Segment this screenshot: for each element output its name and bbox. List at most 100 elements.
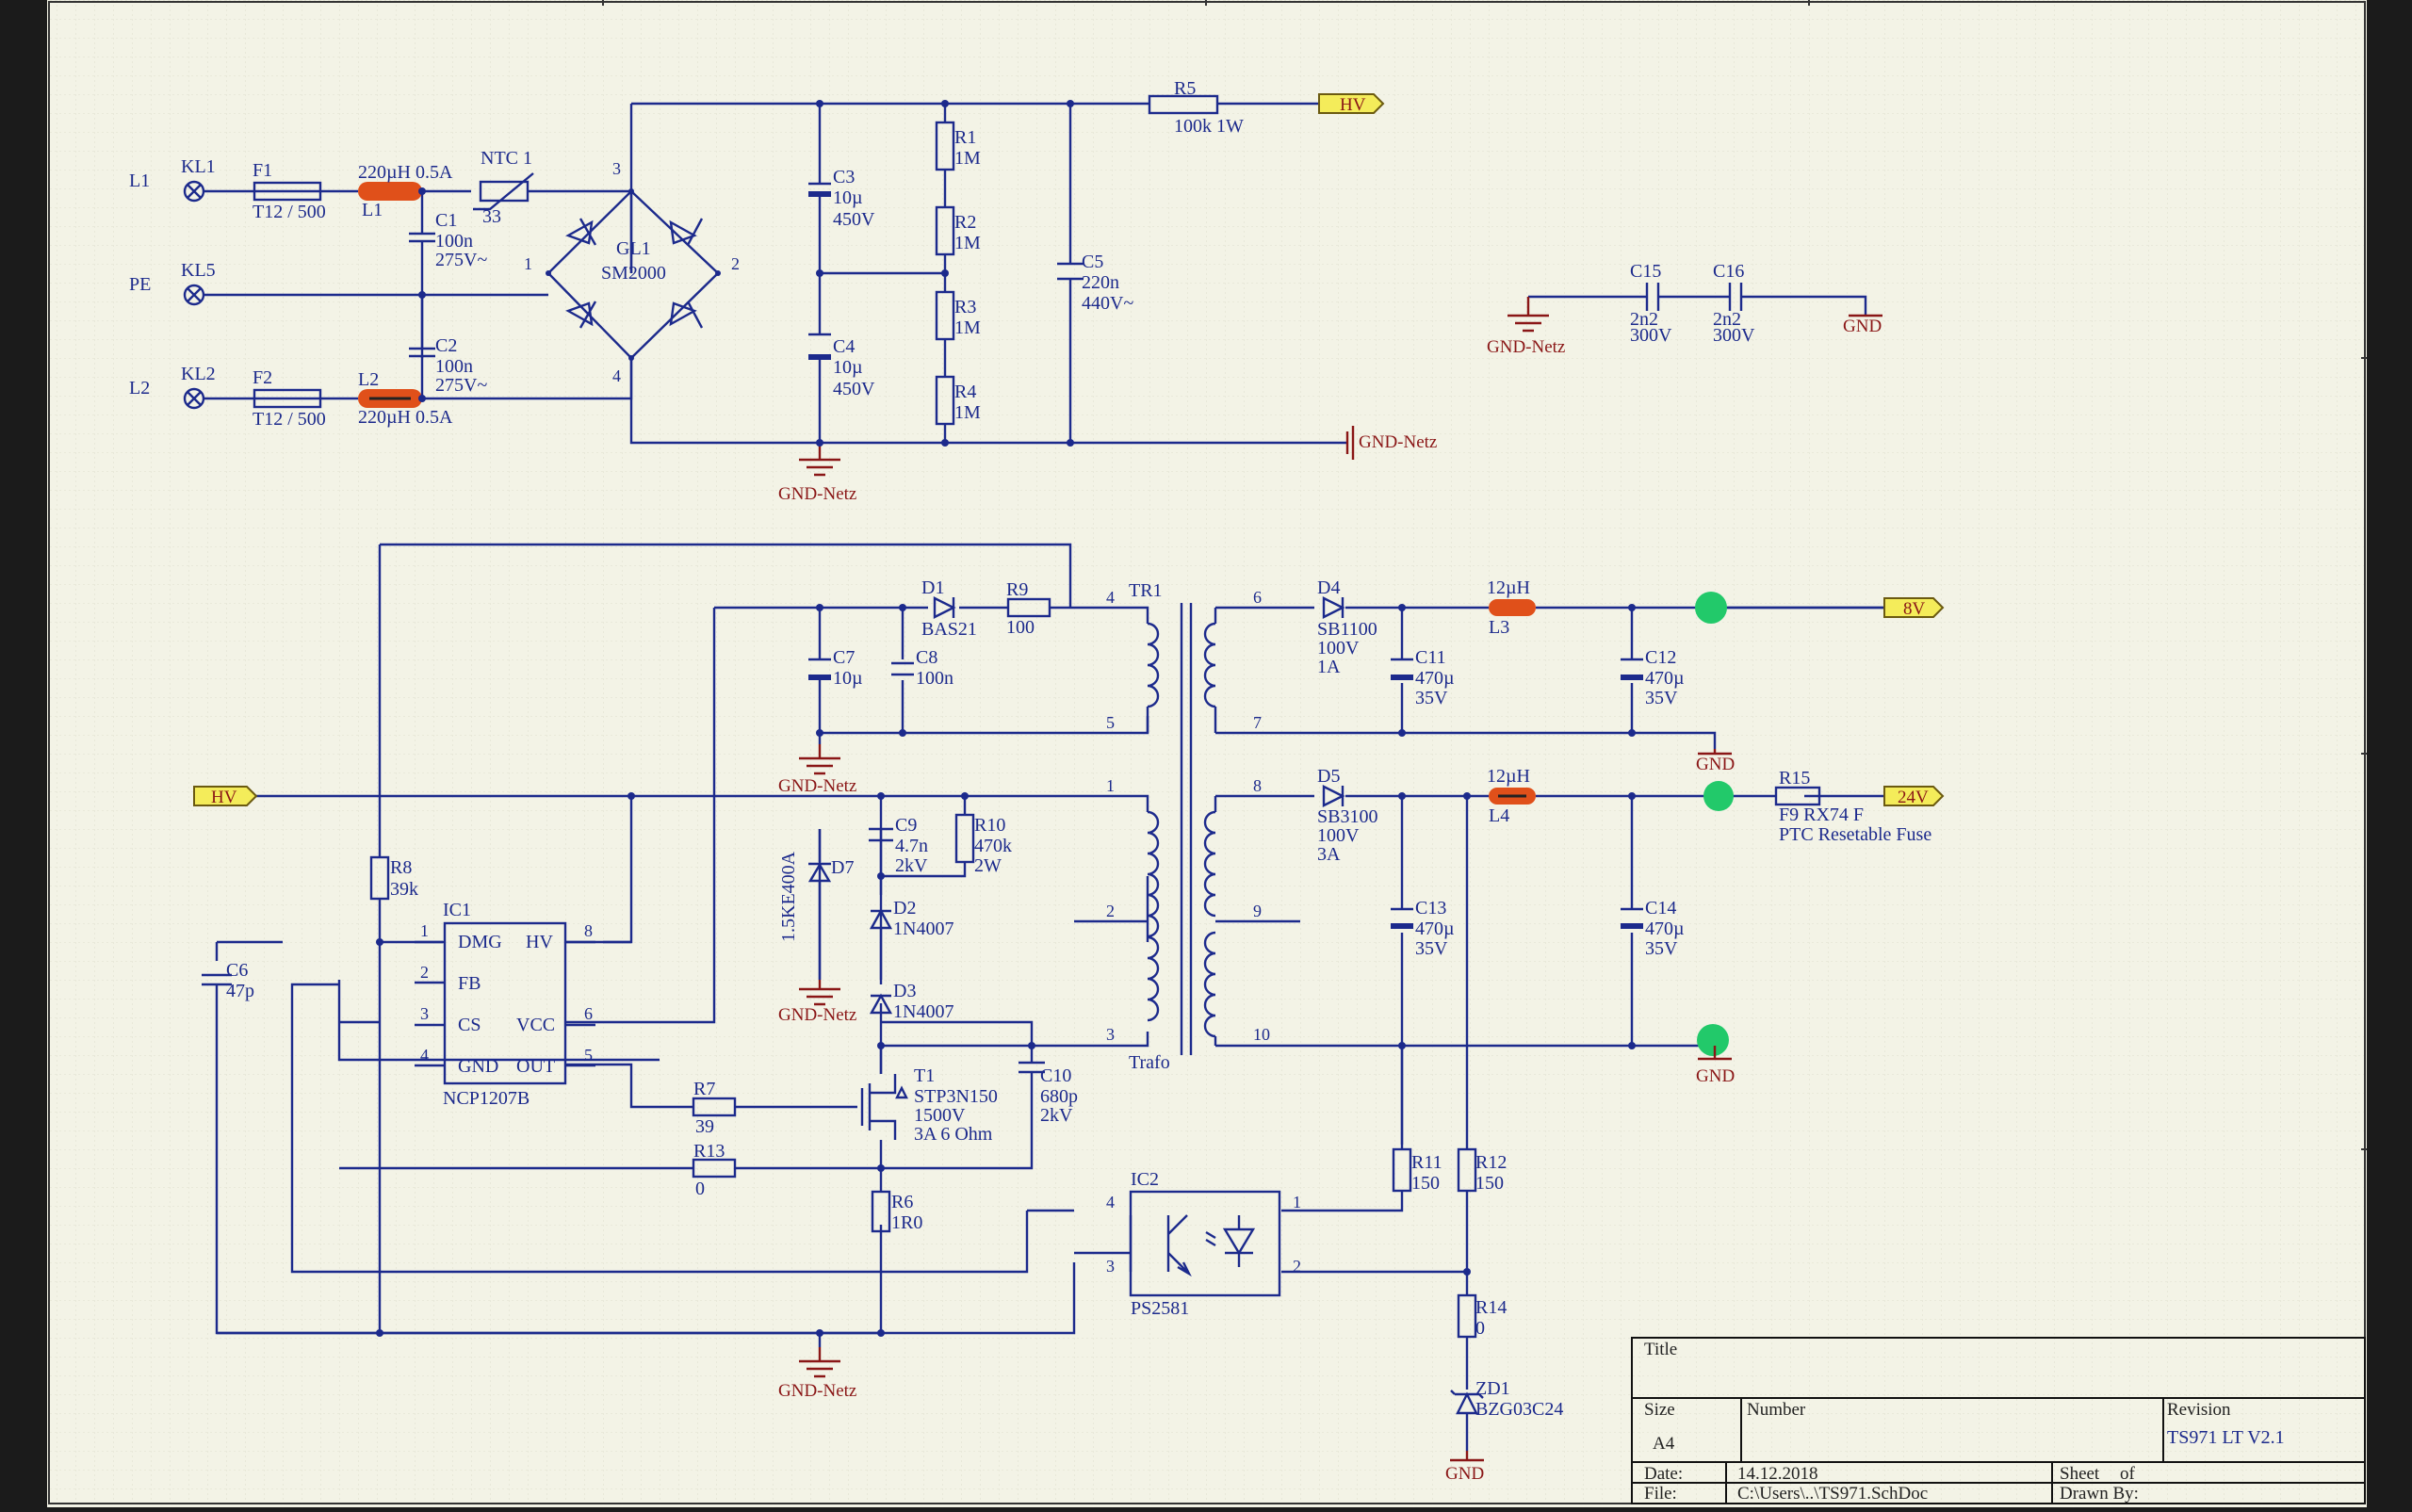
label-r6: R6 — [891, 1192, 913, 1212]
terminal-kl1 — [183, 180, 205, 203]
pin-ic1-gnd: GND — [458, 1056, 498, 1077]
label-c9: C9 — [895, 815, 917, 836]
label-c1: C1 — [435, 210, 457, 231]
label-r3: R3 — [954, 297, 976, 317]
label-c13: C13 — [1415, 898, 1446, 919]
pin-tr1-2: 2 — [1106, 902, 1115, 920]
label-c5-value: 220n — [1082, 272, 1119, 293]
label-c8: C8 — [916, 647, 937, 668]
label-c1-value: 100n — [435, 231, 473, 252]
resistor-r10 — [954, 813, 975, 864]
gnd-label-zd1: GND — [1445, 1464, 1484, 1484]
label-d4-current: 1A — [1317, 657, 1341, 677]
capacitor-c3 — [808, 182, 831, 209]
gnd-label-c16: GND — [1843, 317, 1882, 336]
inductor-l1 — [358, 182, 422, 201]
transformer-tr1 — [1146, 603, 1217, 1055]
input-stage: HV — [183, 93, 1882, 477]
thermistor-ntc1 — [473, 172, 534, 211]
label-t1-voltage: 1500V — [914, 1105, 966, 1126]
label-f1: F1 — [253, 160, 272, 181]
optocoupler-ic2 — [1129, 1190, 1281, 1297]
gnd-label-8v: GND — [1696, 755, 1735, 774]
pin-bridge-2: 2 — [731, 254, 740, 273]
number-label: Number — [1747, 1400, 1806, 1420]
label-c13-value: 470µ — [1415, 919, 1455, 939]
resistor-r3 — [935, 290, 955, 341]
gnd-netz-label-c15: GND-Netz — [1487, 337, 1565, 357]
title-label: Title — [1644, 1340, 1677, 1359]
gnd-netz-label-rectifier: GND-Netz — [778, 484, 856, 504]
label-c12-voltage: 35V — [1645, 688, 1678, 708]
pin-tr1-9: 9 — [1253, 902, 1262, 920]
label-c12-value: 470µ — [1645, 668, 1685, 689]
label-d7: D7 — [831, 857, 854, 878]
gnd-netz-label-d7: GND-Netz — [778, 1005, 856, 1025]
label-c5: C5 — [1082, 252, 1103, 272]
pin-tr1-4: 4 — [1106, 588, 1115, 607]
pin-bridge-1: 1 — [524, 254, 532, 273]
resistor-r5 — [1148, 94, 1219, 115]
pin-tr1-7: 7 — [1253, 713, 1262, 732]
label-f2: F2 — [253, 367, 272, 388]
pin-bridge-4: 4 — [612, 366, 621, 385]
label-r1: R1 — [954, 127, 976, 148]
capacitor-c6 — [202, 940, 283, 986]
capacitor-c10 — [1019, 1046, 1045, 1097]
resistor-r12 — [1457, 1147, 1477, 1193]
inductor-l3 — [1489, 599, 1536, 616]
label-c16-voltage: 300V — [1713, 325, 1755, 346]
label-l2-value: 220µH 0.5A — [358, 407, 453, 428]
pin-ic1-dmg: DMG — [458, 932, 502, 952]
diode-d2 — [869, 908, 893, 930]
label-c2-value: 100n — [435, 356, 473, 377]
label-c3-value: 10µ — [833, 187, 863, 208]
resistor-r6 — [871, 1190, 891, 1233]
revision-value: TS971 LT V2.1 — [2167, 1427, 2285, 1448]
label-ic1: IC1 — [443, 900, 471, 920]
pin-ic2-3: 3 — [1106, 1257, 1115, 1276]
label-l2: L2 — [358, 369, 379, 390]
label-r10-power: 2W — [974, 855, 1002, 876]
pin-ic1-8: 8 — [584, 921, 593, 940]
pin-bridge-3: 3 — [612, 159, 621, 178]
label-d4-voltage: 100V — [1317, 638, 1360, 658]
label-r15: R15 — [1779, 768, 1810, 789]
resistor-r1 — [935, 121, 955, 171]
label-c14-value: 470µ — [1645, 919, 1685, 939]
pin-ic1-4: 4 — [420, 1046, 429, 1065]
terminal-kl5 — [183, 284, 205, 306]
label-d5-voltage: 100V — [1317, 825, 1360, 846]
label-r8: R8 — [390, 857, 412, 878]
pin-tr1-5: 5 — [1106, 713, 1115, 732]
label-r5: R5 — [1174, 78, 1196, 99]
label-r14-value: 0 — [1475, 1318, 1485, 1339]
label-c4: C4 — [833, 336, 855, 357]
size-label: Size — [1644, 1400, 1675, 1420]
label-c9-voltage: 2kV — [895, 855, 928, 876]
file-label: File: — [1644, 1484, 1677, 1504]
pin-ic1-6: 6 — [584, 1004, 593, 1023]
resistor-r15 — [1774, 786, 1821, 806]
capacitor-c8 — [891, 661, 914, 676]
label-ntc: NTC 1 — [481, 148, 532, 169]
resistor-r13 — [692, 1158, 737, 1179]
label-c6-value: 47p — [226, 981, 254, 1001]
pin-ic2-4: 4 — [1106, 1193, 1115, 1211]
file-value: C:\Users\..\TS971.SchDoc — [1737, 1484, 1928, 1504]
net-port-24v: 24V — [1883, 786, 1945, 807]
label-r14: R14 — [1475, 1297, 1507, 1318]
label-r1-value: 1M — [954, 148, 981, 169]
label-r2: R2 — [954, 212, 976, 233]
label-d1-value: BAS21 — [921, 619, 977, 640]
capacitor-c1 — [409, 226, 435, 295]
label-d5-current: 3A — [1317, 844, 1341, 865]
label-c16-value: 2n2 — [1713, 309, 1741, 330]
label-d3: D3 — [893, 981, 916, 1001]
diode-d1 — [933, 596, 956, 619]
label-d3-value: 1N4007 — [893, 1001, 953, 1022]
label-r5-value: 100k 1W — [1174, 116, 1244, 137]
label-r15-desc: PTC Resetable Fuse — [1779, 824, 1931, 845]
label-c6: C6 — [226, 960, 248, 981]
